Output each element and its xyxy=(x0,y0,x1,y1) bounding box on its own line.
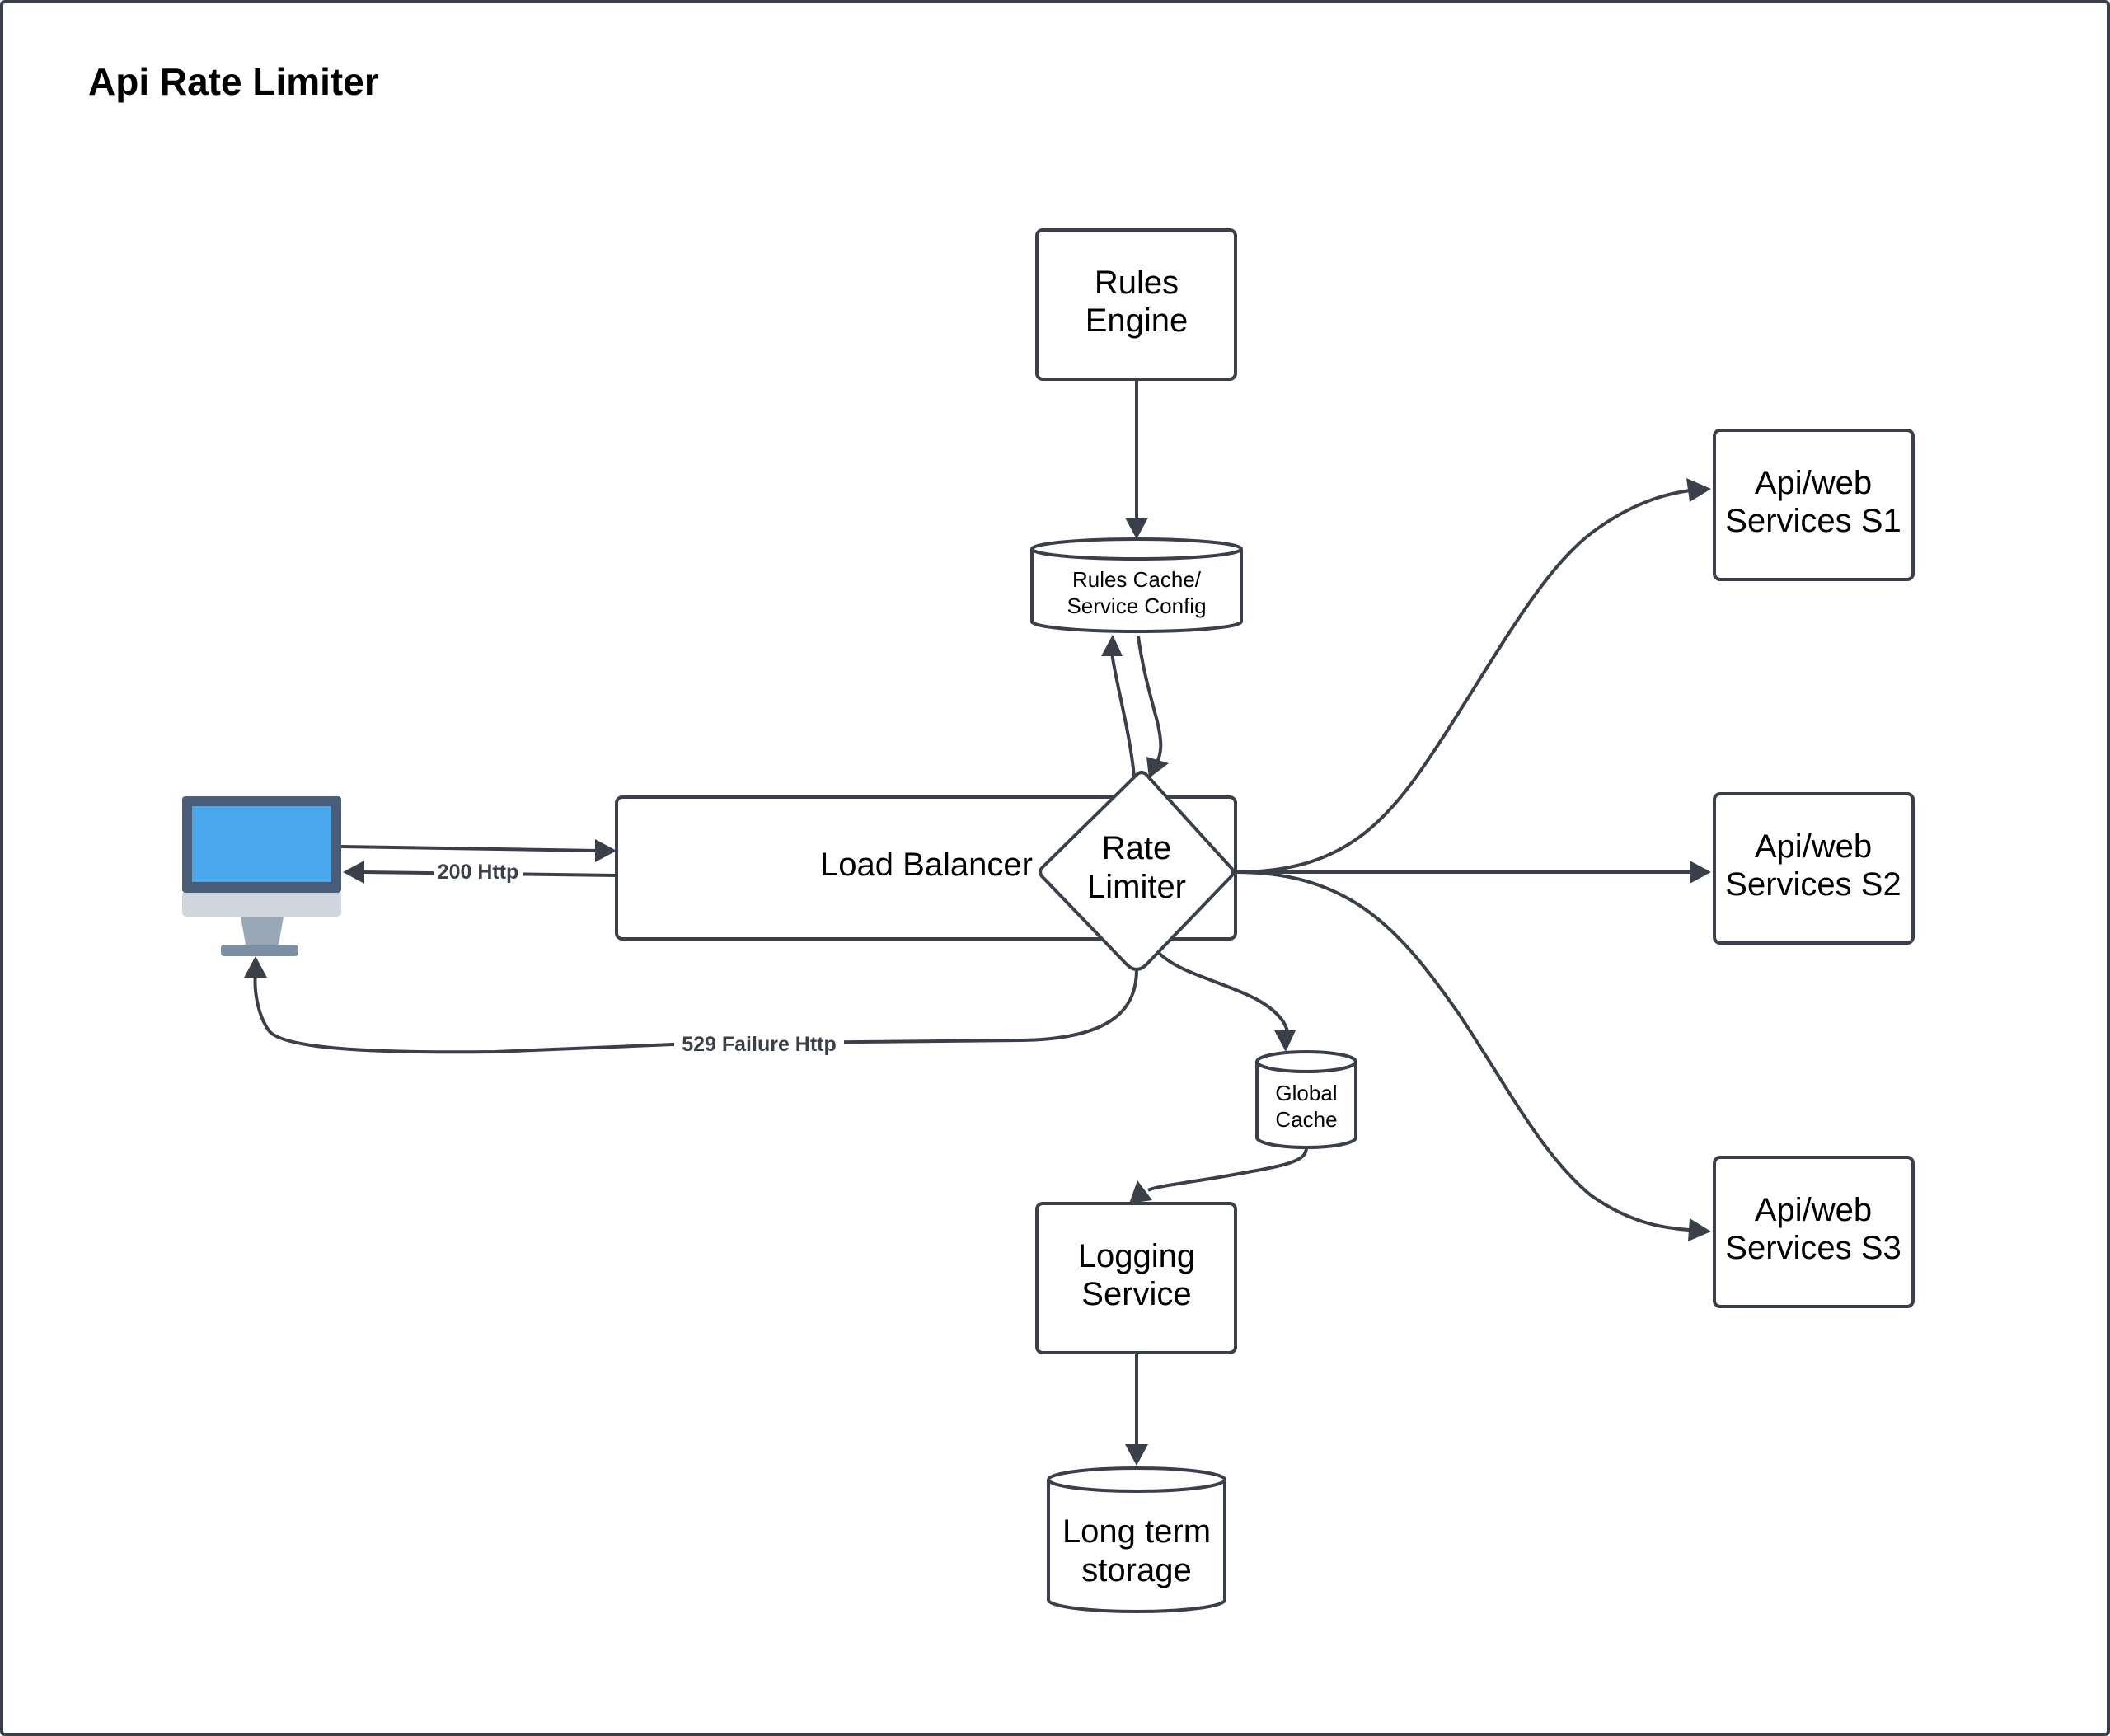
long-term-storage-node[interactable]: Long term storage xyxy=(1047,1466,1226,1613)
arrowhead xyxy=(1101,635,1123,656)
global-cache-label-line1: Global xyxy=(1275,1081,1337,1105)
edge-rate-limiter-to-service-s1 xyxy=(1235,489,1690,874)
service-s1-node[interactable]: Api/web Services S1 xyxy=(1713,429,1915,581)
service-s2-label-line2: Services S2 xyxy=(1725,866,1901,903)
rate-limiter-label-line1: Rate xyxy=(1102,830,1172,866)
service-s3-label-line1: Api/web xyxy=(1755,1192,1872,1228)
diagram-title: Api Rate Limiter xyxy=(88,60,379,103)
arrowhead xyxy=(1274,1030,1296,1052)
edge-label-bg xyxy=(674,1031,844,1056)
service-s3-label-line2: Services S3 xyxy=(1725,1230,1901,1266)
service-s3-box xyxy=(1713,1156,1915,1308)
service-s1-box xyxy=(1713,429,1915,581)
arrowhead xyxy=(595,839,617,862)
edge-rules-cache-to-rate-limiter xyxy=(1137,636,1163,767)
logging-service-label-line2: Service xyxy=(1081,1276,1191,1312)
global-cache-node[interactable]: Global Cache xyxy=(1255,1050,1357,1149)
arrowhead xyxy=(1686,478,1711,502)
rate-limiter-diamond xyxy=(1039,771,1235,971)
arrowhead xyxy=(244,956,267,978)
long-term-storage-cylinder-body xyxy=(1047,1480,1226,1613)
logging-service-node[interactable]: Logging Service xyxy=(1035,1202,1237,1354)
service-s2-node[interactable]: Api/web Services S2 xyxy=(1713,792,1915,945)
long-term-storage-label-line1: Long term xyxy=(1062,1513,1211,1550)
rules-cache-label-line2: Service Config xyxy=(1067,594,1206,618)
arrowhead xyxy=(1125,518,1148,539)
service-s1-label-line1: Api/web xyxy=(1755,465,1872,501)
monitor-stand xyxy=(241,917,284,945)
arrowhead xyxy=(1688,1218,1711,1241)
monitor-chin xyxy=(182,893,341,917)
long-term-storage-cylinder-top xyxy=(1047,1466,1226,1493)
rate-limiter-label-line2: Limiter xyxy=(1087,869,1186,905)
load-balancer-label: Load Balancer xyxy=(820,847,1033,883)
global-cache-cylinder-top xyxy=(1255,1050,1357,1073)
edge-rate-limiter-to-client xyxy=(253,969,1138,1054)
rules-engine-node[interactable]: Rules Engine xyxy=(1035,228,1237,381)
edge-rate-limiter-to-global-cache xyxy=(1157,951,1289,1033)
rules-cache-cylinder-body xyxy=(1030,549,1243,633)
rate-limiter-node[interactable]: Rate Limiter xyxy=(1039,771,1235,971)
edge-label-bg xyxy=(434,859,523,884)
rules-cache-node[interactable]: Rules Cache/ Service Config xyxy=(1030,537,1243,633)
rules-engine-label-line1: Rules xyxy=(1095,265,1179,301)
logging-service-box xyxy=(1035,1202,1237,1354)
service-s2-label-line1: Api/web xyxy=(1755,828,1872,865)
edge-rate-limiter-to-service-s3 xyxy=(1235,870,1690,1232)
arrowhead xyxy=(1146,757,1169,778)
monitor-base xyxy=(221,945,298,956)
arrowhead xyxy=(343,861,364,884)
logging-service-label-line1: Logging xyxy=(1078,1238,1195,1274)
service-s3-node[interactable]: Api/web Services S3 xyxy=(1713,1156,1915,1308)
rules-engine-box xyxy=(1035,228,1237,381)
edge-label-200-http: 200 Http xyxy=(438,861,519,884)
service-s2-box xyxy=(1713,792,1915,945)
arrowhead xyxy=(1125,1444,1148,1466)
arrowhead xyxy=(1690,861,1711,884)
edge-client-to-load-balancer xyxy=(340,845,599,852)
global-cache-cylinder-body xyxy=(1255,1062,1357,1149)
global-cache-label-line2: Cache xyxy=(1275,1107,1337,1132)
desktop-monitor-icon[interactable] xyxy=(182,796,341,956)
long-term-storage-label-line2: storage xyxy=(1081,1552,1191,1588)
service-s1-label-line2: Services S1 xyxy=(1725,503,1901,539)
edge-global-cache-to-logging-service xyxy=(1147,1147,1308,1192)
arrowhead xyxy=(1129,1180,1152,1203)
rules-cache-label-line1: Rules Cache/ xyxy=(1072,567,1202,592)
rules-engine-label-line2: Engine xyxy=(1085,303,1189,339)
edge-label-529-failure-http: 529 Failure Http xyxy=(682,1033,837,1056)
monitor-screen xyxy=(192,806,331,882)
rules-cache-cylinder-top xyxy=(1030,537,1243,561)
